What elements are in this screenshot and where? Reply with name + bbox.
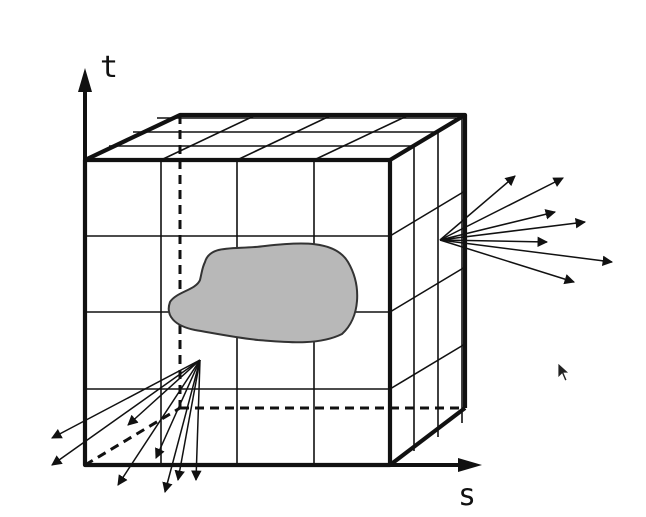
side-ray-fan bbox=[439, 175, 614, 285]
hidden-edges bbox=[84, 115, 465, 467]
front-ray-fan bbox=[51, 359, 202, 494]
side-face-grid bbox=[389, 118, 466, 451]
t-axis-arrowhead bbox=[78, 68, 92, 92]
top-face-grid bbox=[109, 114, 462, 161]
s-axis-arrowhead bbox=[458, 458, 482, 472]
t-axis-label: t bbox=[100, 50, 118, 85]
cube-outline bbox=[82, 112, 468, 468]
s-axis-label: s bbox=[458, 478, 476, 513]
mouse-cursor-icon bbox=[557, 362, 571, 382]
shaded-region-blob bbox=[167, 242, 359, 344]
